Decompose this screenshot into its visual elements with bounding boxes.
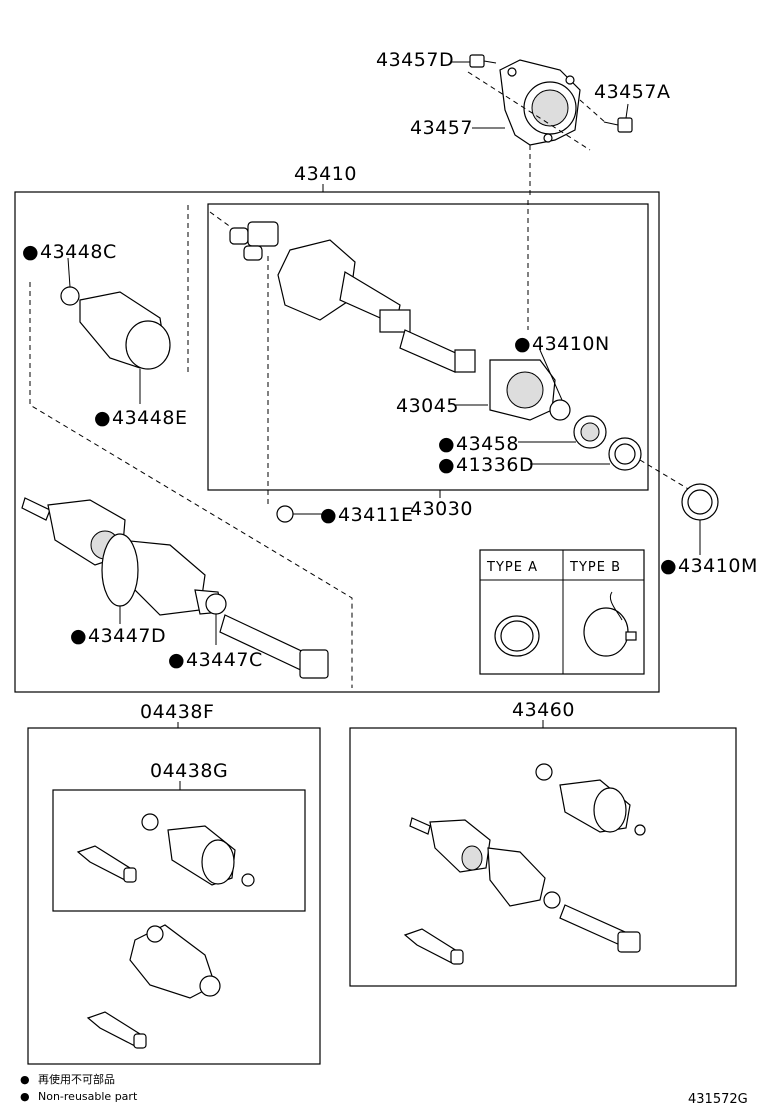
assembly-box-43410 (14, 191, 660, 693)
diagram-code: 431572G (688, 1092, 748, 1107)
boot-kit-43460 (535, 763, 646, 836)
dash-boot-upper (29, 205, 353, 688)
inboard-joint-housing (277, 239, 476, 373)
marker-43448C: ● (22, 241, 39, 263)
label-43458: 43458 (456, 433, 519, 455)
label-type-b: TYPE B (569, 560, 621, 575)
label-type-a: TYPE A (486, 560, 538, 575)
leader-43410N (539, 349, 563, 401)
marker-43458: ● (438, 433, 455, 455)
label-43448C: 43448C (40, 241, 117, 263)
label-04438G: 04438G (150, 760, 228, 782)
bearing-bracket (499, 59, 581, 146)
marker-43410N: ● (514, 333, 531, 355)
legend: ● 再使用不可部品 ● Non-reusable part (20, 1072, 138, 1103)
label-43457: 43457 (410, 117, 473, 139)
label-04438F: 04438F (140, 701, 214, 723)
snap-ring-43410N (549, 399, 571, 421)
dash-bracket (467, 71, 607, 195)
label-43447C: 43447C (186, 649, 263, 671)
bearing-case-43045 (489, 359, 556, 421)
bolt-43457A (603, 117, 633, 133)
assembly-box-43030 (207, 203, 649, 491)
label-43410: 43410 (294, 163, 357, 185)
legend-line-1: 再使用不可部品 (38, 1072, 115, 1086)
label-43030: 43030 (410, 498, 473, 520)
legend-marker-1: ● (20, 1073, 30, 1086)
label-41336D: 41336D (456, 454, 534, 476)
bolt-43457D (469, 54, 497, 68)
inboard-boot-43448E (79, 291, 171, 370)
clamp-type-b (583, 591, 637, 657)
boot-clamp-43447D (101, 533, 139, 607)
drive-shaft-assembly-43460 (409, 817, 641, 953)
label-43045: 43045 (396, 395, 459, 417)
label-43457A: 43457A (594, 81, 670, 103)
clamp-type-a (494, 615, 540, 657)
grease-tube-04438G (76, 845, 137, 883)
boot-clamp-43447C (205, 593, 227, 615)
boot-04438G (141, 813, 255, 887)
leader-43457A (625, 103, 629, 119)
clamp-type-box (479, 549, 645, 675)
kit-box-04438F (27, 727, 321, 1065)
marker-43448E: ● (94, 407, 111, 429)
assembly-box-43460 (349, 727, 737, 987)
label-43410M: 43410M (678, 555, 758, 577)
boot-kit-outboard (129, 924, 221, 999)
tripod-joint (229, 221, 279, 261)
label-43447D: 43447D (88, 625, 166, 647)
marker-41336D: ● (438, 454, 455, 476)
label-43448E: 43448E (112, 407, 187, 429)
boot-clamp-43448C (60, 286, 80, 306)
marker-43411E: ● (320, 504, 337, 526)
label-43411E: 43411E (338, 504, 413, 526)
label-43460: 43460 (512, 699, 575, 721)
leader-43448C (67, 257, 71, 288)
marker-43447D: ● (70, 625, 87, 647)
clip-43411E (276, 505, 294, 523)
marker-43447C: ● (168, 649, 185, 671)
label-43410N: 43410N (532, 333, 610, 355)
dash-41336D (639, 459, 691, 491)
kit-box-04438G (52, 789, 306, 912)
marker-43410M: ● (660, 555, 677, 577)
label-43457D: 43457D (376, 49, 454, 71)
legend-marker-2: ● (20, 1090, 30, 1103)
grease-tube-43460 (403, 928, 464, 965)
legend-line-2: Non-reusable part (38, 1090, 138, 1103)
grease-tube-04438F (86, 1011, 147, 1049)
